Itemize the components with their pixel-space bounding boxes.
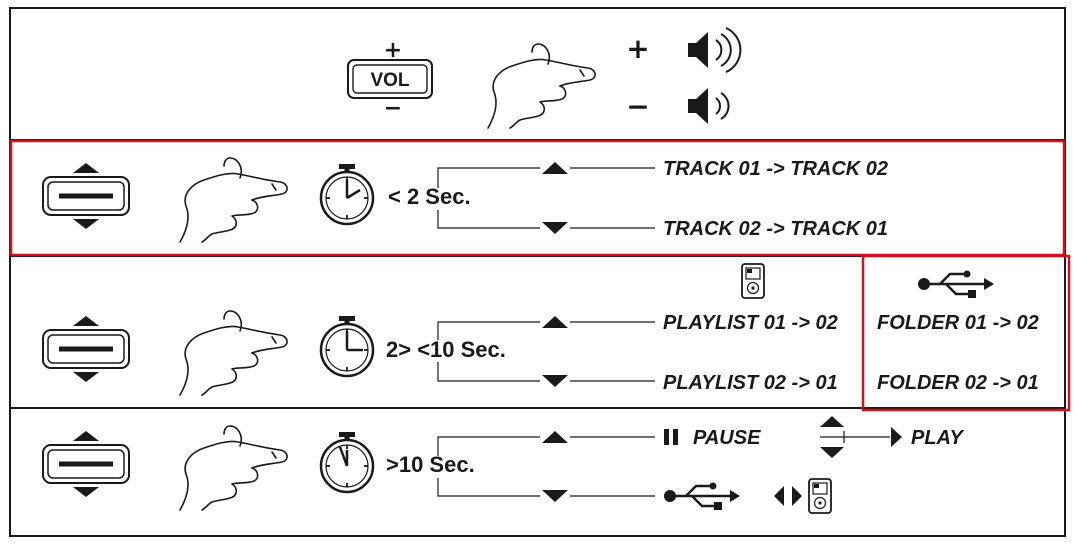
- updown-button-icon: [42, 315, 130, 383]
- folder-next-label: FOLDER 01 -> 02: [877, 312, 1039, 334]
- volume-down-minus: −: [626, 90, 649, 123]
- stopwatch-icon: [319, 430, 375, 494]
- short-press-row: < 2 Sec. TRACK 01 -> TRACK 02 TRACK 02 -…: [42, 157, 888, 243]
- vol-row: + VOL − + −: [347, 27, 742, 129]
- time-label: >10 Sec.: [386, 452, 475, 477]
- ipod-icon: [808, 478, 832, 514]
- finger-press-icon: [179, 425, 288, 511]
- finger-press-icon: [487, 43, 596, 129]
- vol-plus-label: +: [384, 38, 402, 63]
- play-label: PLAY: [911, 427, 965, 449]
- vol-button-icon: [347, 59, 433, 99]
- branch-lines: [437, 167, 655, 229]
- time-label: 2> <10 Sec.: [386, 337, 506, 362]
- stopwatch-icon: [319, 162, 375, 226]
- switch-arrows-icon: [774, 486, 802, 506]
- down-arrow-icon: [542, 222, 568, 234]
- updown-arrow-icon: [820, 416, 902, 458]
- pause-icon: [664, 429, 678, 445]
- usb-icon: [916, 269, 996, 300]
- volume-up-plus: +: [626, 32, 649, 65]
- down-arrow-icon: [542, 375, 568, 387]
- playlist-next-label: PLAYLIST 01 -> 02: [663, 312, 838, 334]
- up-arrow-icon: [542, 431, 568, 443]
- speaker-soft-icon: [688, 88, 730, 124]
- speaker-loud-icon: [688, 27, 742, 73]
- up-arrow-icon: [542, 316, 568, 328]
- highlight-box: [861, 254, 1071, 412]
- updown-button-icon: [42, 162, 130, 230]
- folder-prev-label: FOLDER 02 -> 01: [877, 372, 1039, 394]
- long-press-row: >10 Sec. PAUSE PLAY: [42, 416, 965, 514]
- usb-icon: [662, 481, 742, 512]
- track-prev-label: TRACK 02 -> TRACK 01: [663, 218, 888, 240]
- highlight-box: [9, 139, 1066, 257]
- branch-lines: [437, 436, 655, 497]
- updown-button-icon: [42, 430, 130, 498]
- medium-press-row: 2> <10 Sec. PLAYLIST 01 -> 02 PLAYLIST 0…: [42, 263, 1039, 396]
- pause-label: PAUSE: [693, 427, 761, 449]
- vol-minus-label: −: [384, 96, 402, 121]
- vol-button-label: VOL: [370, 70, 409, 91]
- track-next-label: TRACK 01 -> TRACK 02: [663, 158, 888, 180]
- time-label: < 2 Sec.: [388, 184, 471, 209]
- up-arrow-icon: [542, 162, 568, 174]
- branch-lines: [437, 321, 655, 382]
- outer-frame: [9, 7, 1066, 537]
- down-arrow-icon: [542, 490, 568, 502]
- finger-press-icon: [179, 157, 288, 243]
- playlist-prev-label: PLAYLIST 02 -> 01: [663, 372, 838, 394]
- ipod-icon: [741, 263, 765, 299]
- finger-press-icon: [179, 310, 288, 396]
- stopwatch-icon: [319, 314, 375, 378]
